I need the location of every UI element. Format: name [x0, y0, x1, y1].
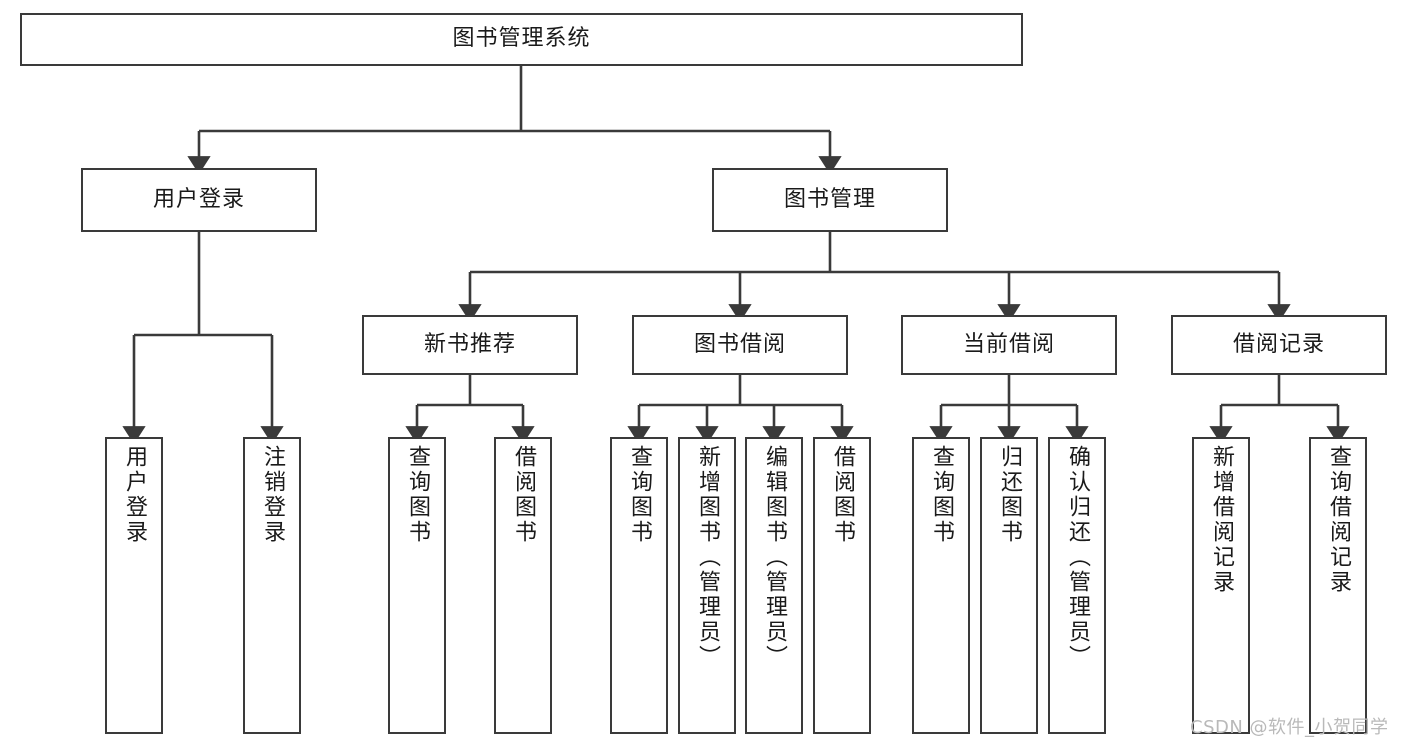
leaf-add-book-label: 新增图书（管理员） [695, 445, 720, 670]
node-book-manage-label: 图书管理 [783, 186, 876, 212]
leaf-query-book-1[interactable]: 查询图书 [388, 437, 446, 734]
node-book-borrow-label: 图书借阅 [693, 331, 786, 357]
leaf-query-book-2-label: 查询图书 [627, 445, 652, 545]
leaf-return-book-label: 归还图书 [997, 445, 1022, 545]
node-new-book-recommend[interactable]: 新书推荐 [362, 315, 578, 375]
leaf-edit-book[interactable]: 编辑图书（管理员） [745, 437, 803, 734]
leaf-return-book[interactable]: 归还图书 [980, 437, 1038, 734]
leaf-user-login-label: 用户登录 [122, 445, 147, 545]
leaf-add-book[interactable]: 新增图书（管理员） [678, 437, 736, 734]
csdn-watermark: CSDN @软件_小贺同学 [1190, 717, 1389, 738]
leaf-query-book-3[interactable]: 查询图书 [912, 437, 970, 734]
node-user-login[interactable]: 用户登录 [81, 168, 317, 232]
leaf-add-record[interactable]: 新增借阅记录 [1192, 437, 1250, 734]
leaf-query-record[interactable]: 查询借阅记录 [1309, 437, 1367, 734]
leaf-borrow-book-2[interactable]: 借阅图书 [813, 437, 871, 734]
node-user-login-label: 用户登录 [152, 186, 245, 212]
node-new-book-recommend-label: 新书推荐 [423, 331, 516, 357]
leaf-confirm-return-label: 确认归还（管理员） [1065, 445, 1090, 670]
leaf-logout-login[interactable]: 注销登录 [243, 437, 301, 734]
leaf-add-record-label: 新增借阅记录 [1209, 445, 1234, 595]
leaf-borrow-book-2-label: 借阅图书 [830, 445, 855, 545]
node-root-label: 图书管理系统 [452, 26, 591, 52]
leaf-borrow-book-1[interactable]: 借阅图书 [494, 437, 552, 734]
node-current-borrow[interactable]: 当前借阅 [901, 315, 1117, 375]
leaf-confirm-return[interactable]: 确认归还（管理员） [1048, 437, 1106, 734]
leaf-query-book-3-label: 查询图书 [929, 445, 954, 545]
node-borrow-record-label: 借阅记录 [1232, 331, 1325, 357]
leaf-edit-book-label: 编辑图书（管理员） [762, 445, 787, 670]
leaf-query-book-2[interactable]: 查询图书 [610, 437, 668, 734]
node-borrow-record[interactable]: 借阅记录 [1171, 315, 1387, 375]
leaf-logout-login-label: 注销登录 [260, 445, 285, 545]
leaf-query-record-label: 查询借阅记录 [1326, 445, 1351, 595]
node-book-borrow[interactable]: 图书借阅 [632, 315, 848, 375]
leaf-borrow-book-1-label: 借阅图书 [511, 445, 536, 545]
node-current-borrow-label: 当前借阅 [962, 331, 1055, 357]
node-book-manage[interactable]: 图书管理 [712, 168, 948, 232]
node-root[interactable]: 图书管理系统 [20, 13, 1023, 66]
leaf-user-login[interactable]: 用户登录 [105, 437, 163, 734]
leaf-query-book-1-label: 查询图书 [405, 445, 430, 545]
